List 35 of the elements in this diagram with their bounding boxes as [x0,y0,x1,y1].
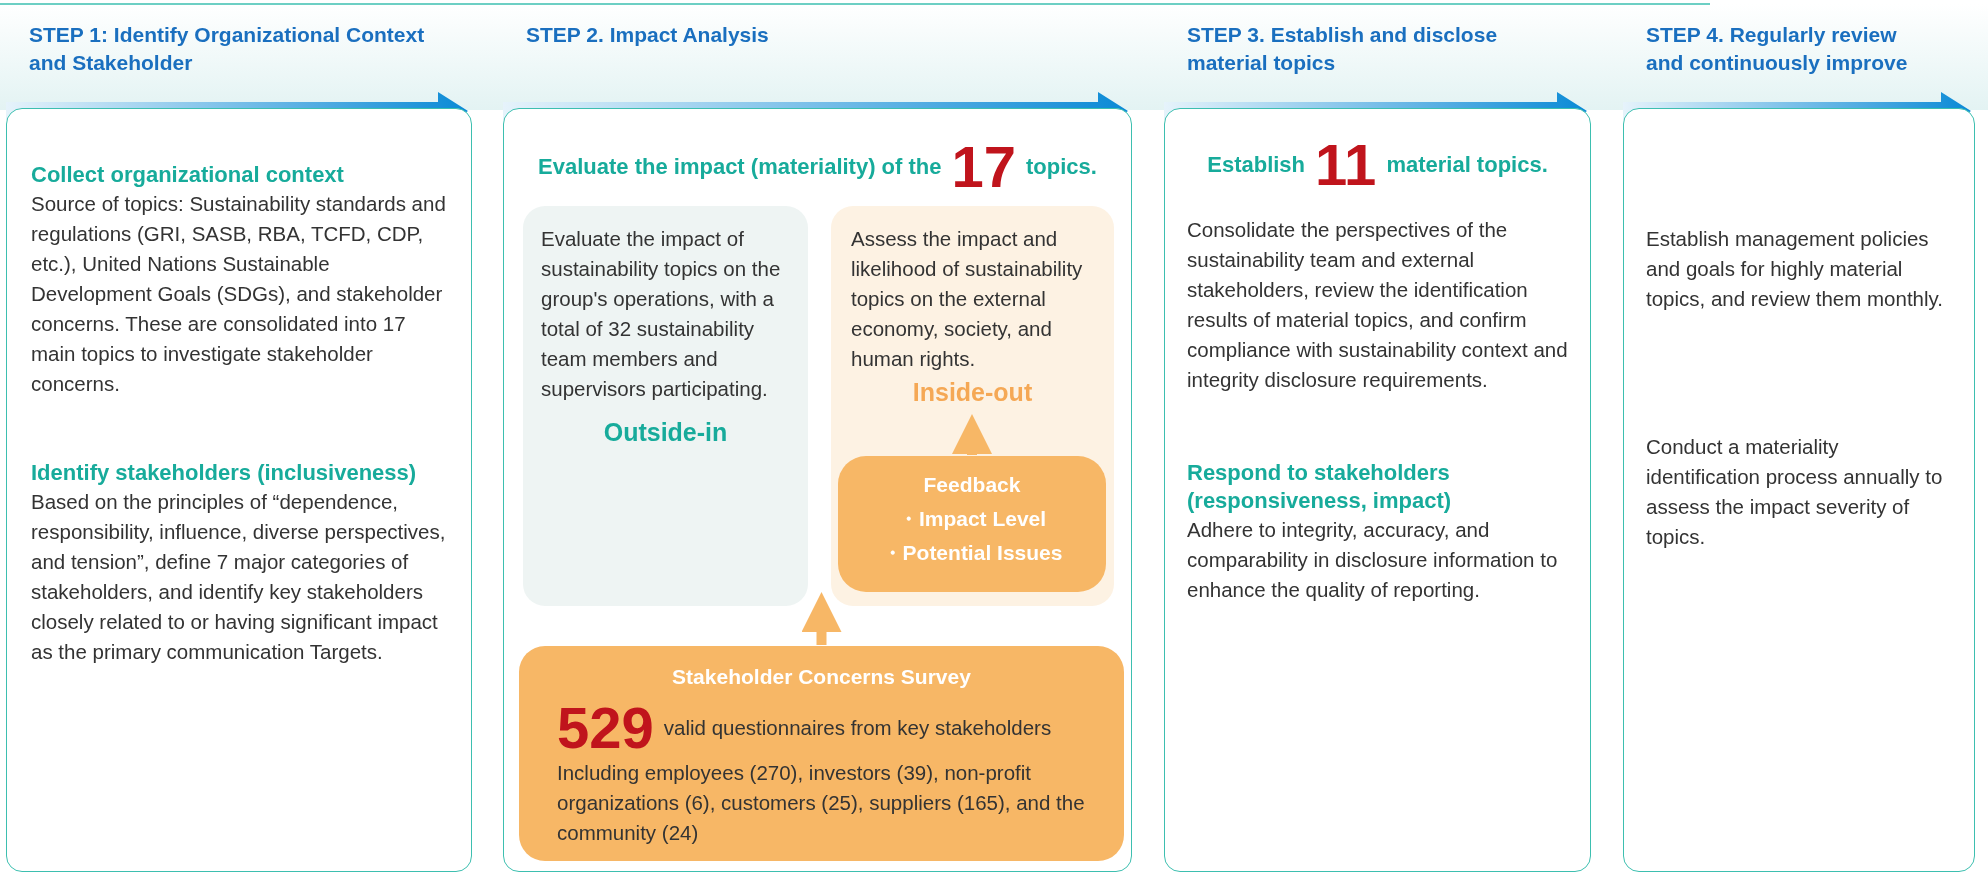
rounded-box [519,646,1124,861]
paragraph: Consolidate the perspectives of the sustainability team and external stakeholders, review the identification results of material topics, and confirm compliance with sustainability context and integrity disclosure requirements. [1187,217,1568,393]
highlight-number: 529 [557,698,654,758]
arrow [952,414,992,455]
highlight-number: 11 [1315,135,1377,195]
rounded-box [831,206,1114,606]
paragraph: Assess the impact and likelihood of sustainability topics on the external economy, society, and human rights. [851,226,1084,372]
paragraph: Establish management policies and goals for highly material topics, and review them monthly. [1646,226,1944,312]
box-heading: Feedback [922,472,1022,498]
paragraph: Adhere to integrity, accuracy, and comparability in disclosure information to enhance the quality of reporting. [1187,517,1559,603]
direction-label: Inside-out [911,378,1034,407]
step-heading: STEP 1: Identify Organizational Context and Stakeholder [29,22,426,76]
heading-text: topics. [1026,154,1097,180]
list-item: ・Impact Level [896,506,1048,532]
paragraph: Conduct a materiality identification process annually to assess the impact severity of topics. [1646,434,1944,550]
heading-text: material topics. [1386,152,1548,178]
step-heading: STEP 2. Impact Analysis [526,22,770,48]
list-item: ・Potential Issues [880,540,1064,566]
box-heading: Stakeholder Concerns Survey [671,664,972,690]
highlight-number: 17 [951,137,1016,197]
step-heading: STEP 3. Establish and disclose material topics [1187,22,1499,76]
arrow [801,592,842,645]
heading-text: Evaluate the impact (materiality) of the [538,154,942,180]
section-heading: Collect organizational context [31,161,345,189]
paragraph: Including employees (270), investors (39), non-profit organizations (6), customers (25), suppliers (165), and the community (24) [557,760,1086,846]
paragraph: valid questionnaires from key stakeholders [663,715,1052,741]
paragraph: Based on the principles of “dependence, responsibility, influence, diverse perspectives, and tension”, define 7 major categories of stakeholders, and identify key stakeholders closely related to or having significant impact as the primary communication Targets. [31,489,447,665]
section-heading: Respond to stakeholders (responsiveness, impact) [1187,459,1453,515]
direction-label: Outside-in [602,418,729,447]
section-heading: Identify stakeholders (inclusiveness) [31,459,418,487]
rounded-box [838,456,1106,592]
paragraph: Source of topics: Sustainability standards and regulations (GRI, SASB, RBA, TCFD, CDP, etc.), United Nations Sustainable Development Goals (SDGs), and stakeholder concerns. These are consolidated into 17 main topics to investigate stakeholder concerns. [31,191,447,397]
heading-text: Establish [1207,152,1306,178]
step-heading: STEP 4. Regularly review and continuously improve [1646,22,1909,76]
paragraph: Evaluate the impact of sustainability topics on the group's operations, with a total of 32 sustainability team members and supervisors participating. [541,226,782,402]
